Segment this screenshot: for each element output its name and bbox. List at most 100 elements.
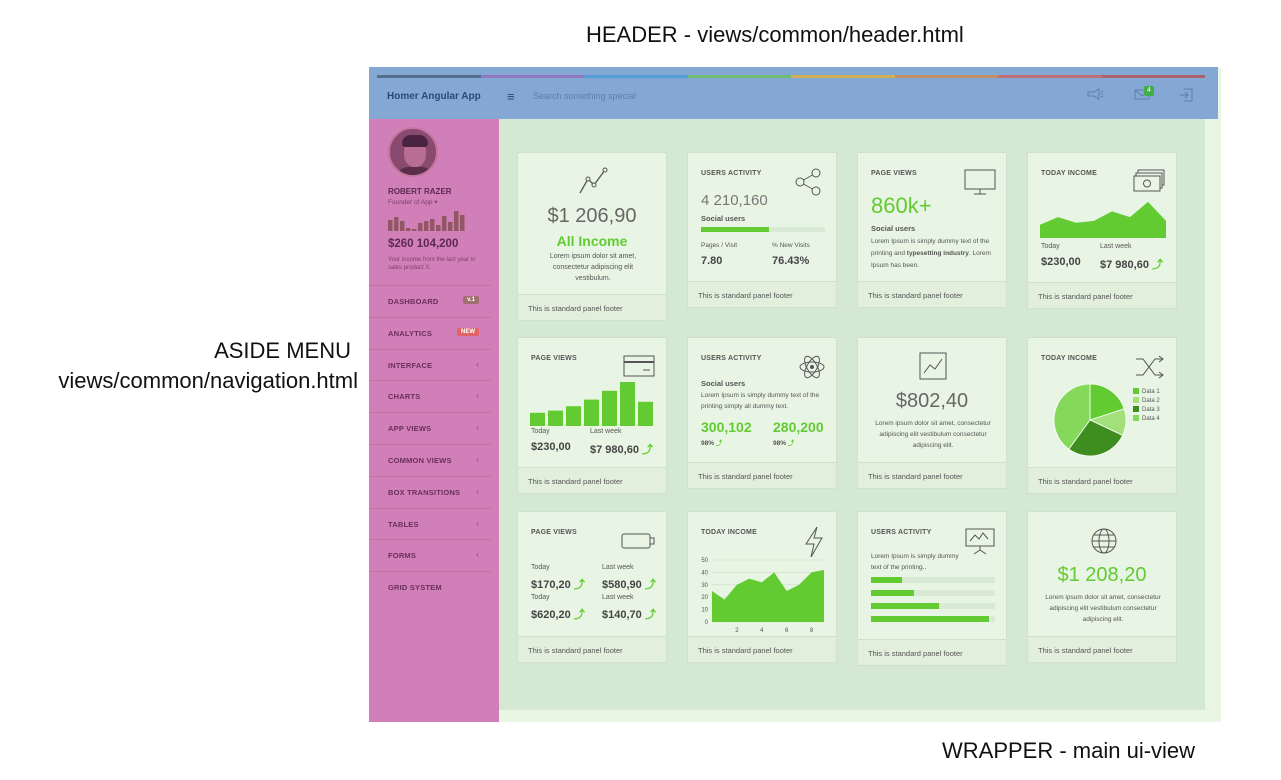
color-strip-segment [998, 75, 1102, 78]
stat-value-2: 76.43% [772, 255, 810, 267]
chevron-left-icon: ‹ [476, 517, 479, 528]
chart-box-icon [919, 352, 947, 380]
panel-title: USERS ACTIVITY [701, 355, 762, 362]
y-tick-label: 20 [701, 595, 708, 601]
color-strip-segment [791, 75, 895, 78]
mini-bar-sparkline [388, 211, 465, 231]
mini-bar [400, 221, 405, 231]
user-role-label: Founder of App [388, 199, 433, 206]
y-tick-label: 50 [701, 558, 708, 564]
panel-footer: This is standard panel footer [858, 281, 1006, 307]
bar [584, 399, 599, 426]
panel-footer: This is standard panel footer [858, 639, 1006, 665]
user-role-dropdown[interactable]: Founder of App ▾ [388, 198, 438, 206]
mini-bar [424, 221, 429, 231]
wrapper-callout: WRAPPER - main ui-view [942, 738, 1196, 763]
trend-up-icon: ⤴ [644, 609, 656, 621]
y-tick-label: 40 [701, 570, 708, 576]
stat-value-2: $580,90 ⤴ [602, 579, 656, 591]
panel-footer: This is standard panel footer [858, 462, 1006, 488]
header-callout: HEADER - views/common/header.html [586, 22, 964, 47]
sidebar-item-common-views[interactable]: COMMON VIEWS‹ [369, 443, 491, 476]
sidebar-item-label: CHARTS [388, 392, 421, 402]
panel-footer: This is standard panel footer [688, 462, 836, 488]
logout-icon[interactable] [1179, 88, 1193, 105]
panel-title: PAGE VIEWS [871, 170, 917, 177]
stat-key-1: Today [1041, 243, 1060, 250]
sidebar-item-interface[interactable]: INTERFACE‹ [369, 348, 491, 381]
aside-menu-region: ROBERT RAZER Founder of App ▾ $260 104,2… [369, 119, 499, 722]
progress-track [871, 590, 995, 596]
stat-key-2: % New Visits [772, 242, 810, 249]
user-name[interactable]: ROBERT RAZER [388, 187, 452, 196]
trend-up-icon: ⤴ [642, 444, 653, 456]
legend-label: Data 2 [1142, 398, 1160, 404]
trend-up-icon: ⤴ [1152, 259, 1163, 271]
chevron-left-icon: ‹ [476, 358, 479, 369]
panel-footer: This is standard panel footer [1028, 636, 1176, 662]
stat-key-1: Today [531, 428, 550, 435]
panel-text: Lorem ipsum dolor sit amet, consectetur … [549, 253, 637, 282]
money-icon [1133, 169, 1165, 192]
sidebar-item-label: TABLES [388, 519, 419, 529]
stat-value-4: $140,70 ⤴ [602, 609, 656, 621]
panel-amount: $1 206,90 [547, 205, 637, 227]
panel-page-views-bars: PAGE VIEWS Today $230,00 Last week $7 98… [517, 337, 667, 494]
panel-footer: This is standard panel footer [1028, 467, 1176, 493]
stat-key-1: Pages / Visit [701, 242, 738, 249]
sidebar-item-forms[interactable]: FORMS‹ [369, 539, 491, 571]
panel-text: Lorem Ipsum is simply dummy text of the … [871, 553, 959, 571]
legend-swatch [1133, 415, 1139, 422]
trend-up-icon: ⤴ [644, 579, 656, 591]
share-icon [795, 168, 821, 196]
panel-footer: This is standard panel footer [518, 294, 666, 320]
color-strip-segment [687, 75, 791, 78]
mini-bar [418, 223, 423, 231]
trend-up-icon: ⤴ [573, 579, 585, 591]
income-area-chart [1040, 201, 1166, 238]
panel-users-activity-bars: USERS ACTIVITY Lorem Ipsum is simply dum… [857, 511, 1007, 666]
sidebar-item-label: ANALYTICS [388, 328, 433, 338]
credit-card-icon [623, 355, 655, 377]
bar [566, 406, 581, 426]
legend-swatch [1133, 388, 1139, 395]
aside-note: Your income from the last year in sales … [388, 257, 476, 271]
avatar[interactable] [388, 127, 438, 177]
y-tick-label: 30 [701, 583, 708, 589]
sidebar-item-box-transitions[interactable]: BOX TRANSITIONS‹ [369, 475, 491, 508]
stat-value-1: $230,00 [1041, 256, 1081, 268]
panel-number: 860k+ [871, 193, 932, 218]
search-input[interactable]: Search something special [533, 91, 637, 101]
megaphone-icon[interactable] [1086, 88, 1104, 103]
sidebar-item-app-views[interactable]: APP VIEWS‹ [369, 412, 491, 444]
presentation-icon [965, 528, 995, 555]
stat-key-2: Last week [602, 564, 634, 571]
menu-icon[interactable]: ≡ [507, 89, 515, 104]
sidebar-item-tables[interactable]: TABLES ‹ [369, 507, 491, 540]
color-strip-segment [377, 75, 481, 78]
mini-bar [436, 225, 441, 231]
progress-track [701, 227, 825, 232]
brand-logo[interactable]: Homer Angular App [387, 91, 481, 102]
progress-track [871, 577, 995, 583]
stat-value-2: 280,200 [773, 419, 824, 435]
sidebar-item-charts[interactable]: CHARTS‹ [369, 380, 491, 412]
panel-users-activity-2: USERS ACTIVITY Social users Lorem Ipsum … [687, 337, 837, 489]
panel-title: TODAY INCOME [1041, 355, 1097, 362]
stat-percent-2: 98% ⤴ [773, 440, 795, 447]
y-tick-label: 10 [701, 608, 708, 614]
sidebar-item-grid-system[interactable]: GRID SYSTEM [369, 571, 491, 603]
panel-title: PAGE VIEWS [531, 529, 577, 536]
panel-label: Social users [701, 214, 746, 223]
shuffle-icon [1136, 355, 1164, 379]
area-series [712, 569, 824, 622]
bar [548, 410, 563, 426]
panel-subtitle: All Income [556, 233, 628, 249]
income-pie-chart [1053, 383, 1127, 457]
stat-value-2: $7 980,60 ⤴ [1100, 259, 1163, 271]
mail-badge: 4 [1144, 86, 1154, 96]
legend-entry: Data 1 [1133, 388, 1160, 397]
